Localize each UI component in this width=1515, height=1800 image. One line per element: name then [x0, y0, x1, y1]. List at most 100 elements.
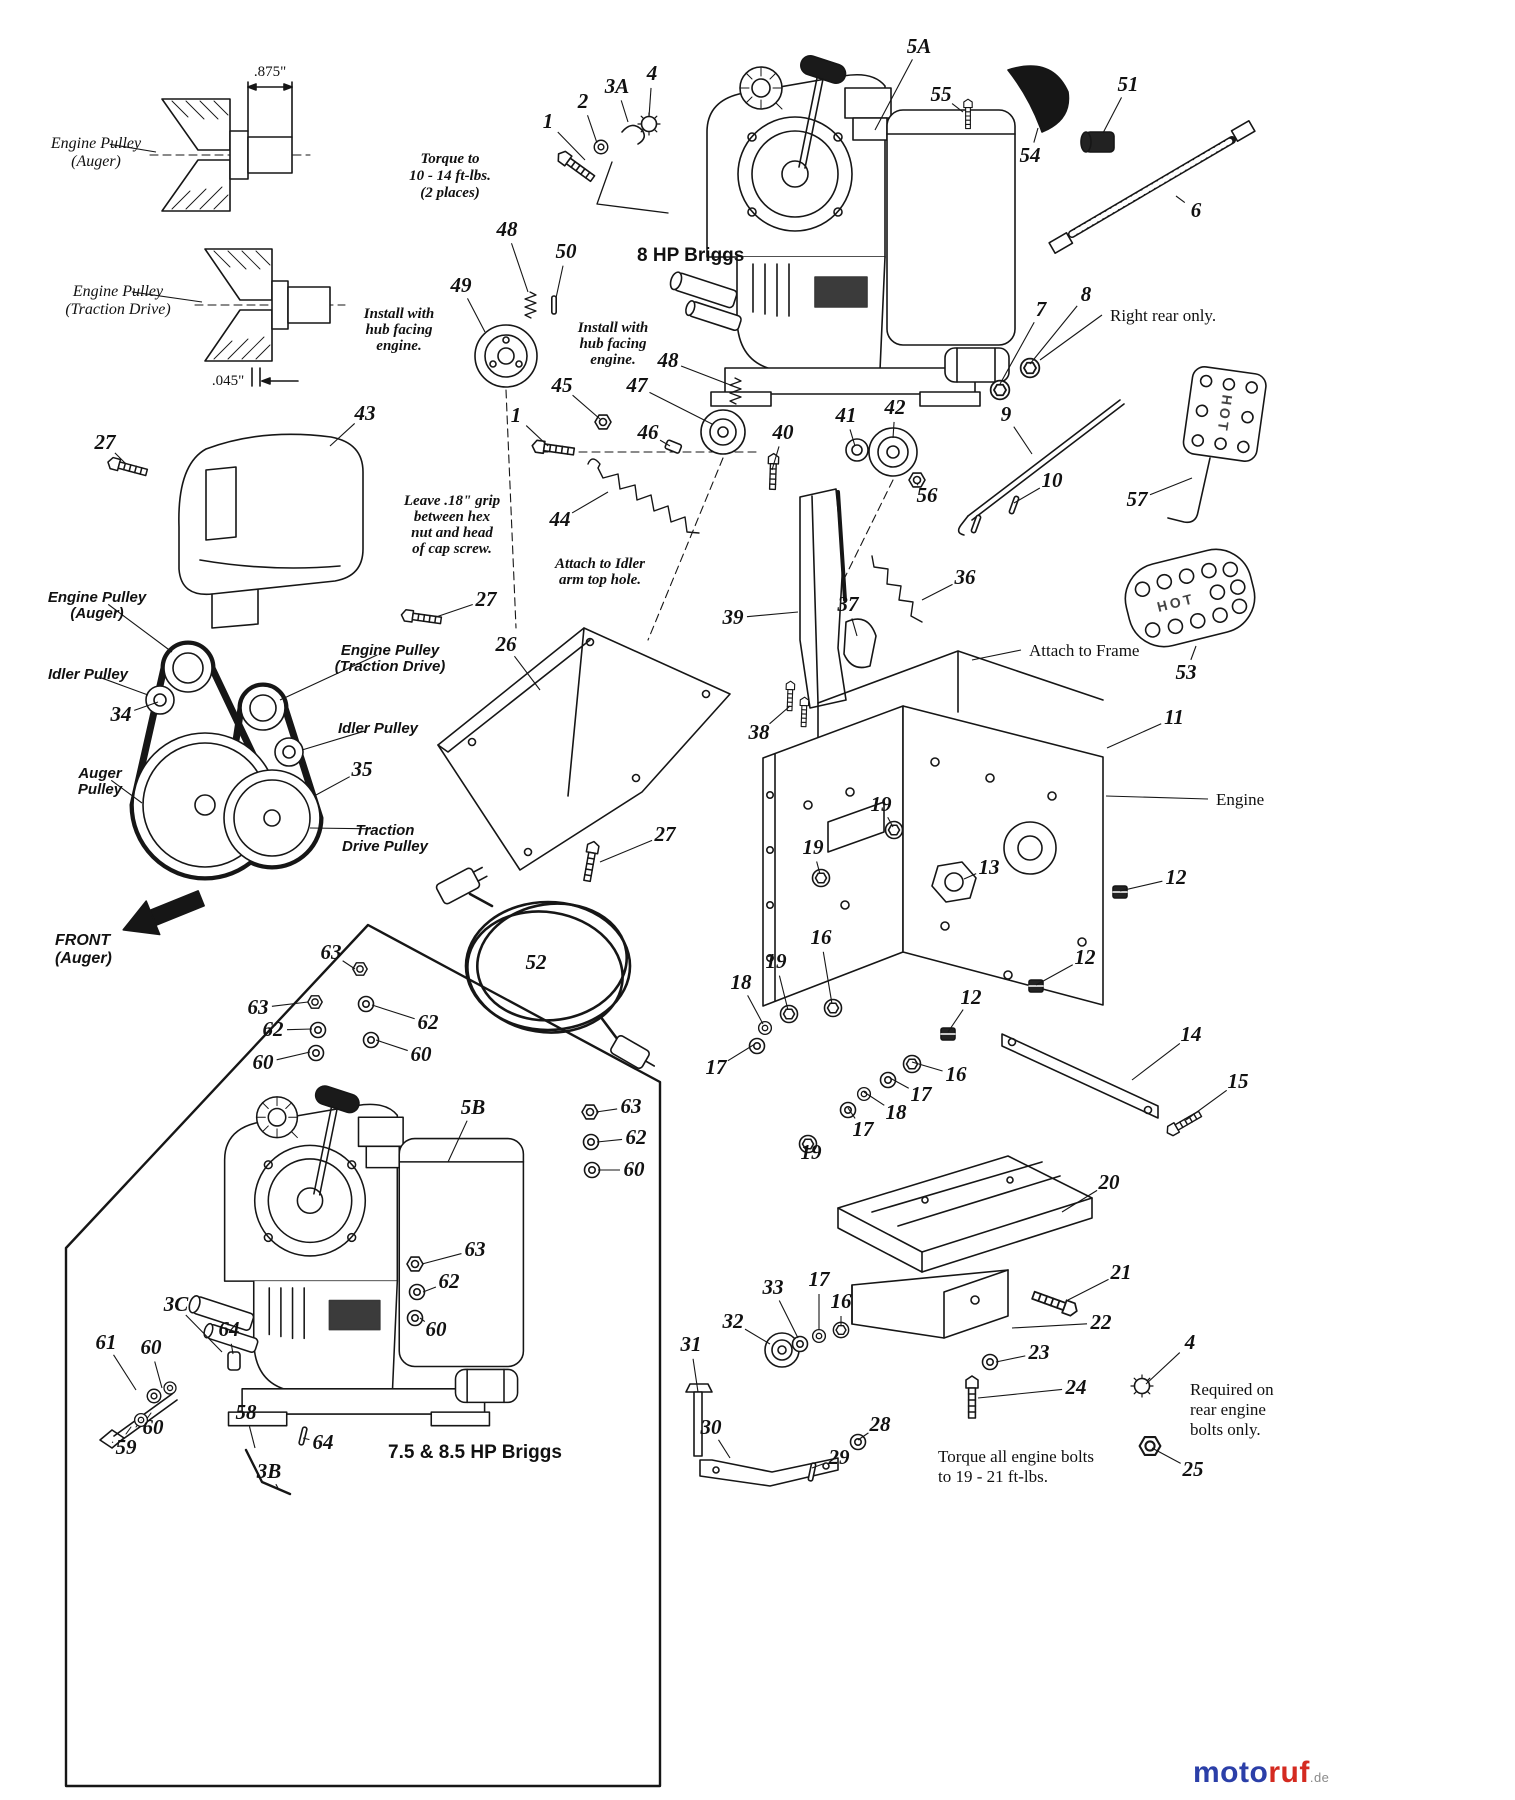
dimension-groove-gap: .045"	[212, 373, 244, 389]
callout-62: 62	[626, 1125, 648, 1149]
leader-line	[1013, 426, 1033, 455]
leader-line	[571, 491, 609, 514]
callout-17: 17	[853, 1117, 876, 1141]
leader-line	[302, 1437, 310, 1441]
callout-12: 12	[1166, 865, 1188, 889]
logo-text-moto: moto	[1193, 1756, 1269, 1789]
right-rear-note: Right rear only.	[1110, 306, 1216, 325]
leader-line	[680, 365, 734, 387]
leader-line	[421, 1253, 462, 1265]
leader-line	[557, 131, 586, 161]
leader-line	[1035, 964, 1074, 986]
engine-note: Engine	[1216, 790, 1264, 809]
hot-pedal-drawing	[1167, 366, 1267, 524]
callout-43: 43	[354, 401, 376, 425]
leader-lines	[100, 59, 1228, 1489]
callout-24: 24	[1065, 1375, 1087, 1399]
callout-58: 58	[236, 1400, 258, 1424]
callout-21: 21	[1110, 1260, 1132, 1284]
callout-1: 1	[543, 109, 554, 133]
power-cord-drawing	[435, 866, 656, 1069]
callout-9: 9	[1001, 402, 1012, 426]
inset-hardware	[99, 962, 601, 1496]
leader-line	[114, 452, 127, 465]
leader-line	[746, 611, 799, 618]
callout-63: 63	[465, 1237, 486, 1261]
callout-16: 16	[946, 1062, 968, 1086]
leader-line	[995, 1355, 1026, 1363]
motoruf-logo[interactable]: motoruf.de	[1193, 1756, 1329, 1790]
callout-27: 27	[94, 430, 118, 454]
callout-11: 11	[1164, 705, 1184, 729]
callout-16: 16	[831, 1289, 853, 1313]
leader-line	[811, 1462, 827, 1469]
locknut-8	[1019, 357, 1041, 379]
callout-18: 18	[731, 970, 753, 994]
leader-line	[185, 1314, 223, 1353]
leader-line	[744, 1328, 771, 1345]
callout-12: 12	[1075, 945, 1097, 969]
leader-line	[1106, 723, 1162, 749]
leader-line	[874, 59, 913, 131]
leader-line	[1131, 1043, 1181, 1081]
leader-line	[778, 1300, 799, 1339]
leader-line	[1151, 1447, 1181, 1464]
callout-37: 37	[837, 592, 861, 616]
leader-line	[692, 1358, 699, 1393]
leader-line	[419, 1317, 426, 1323]
callout-5A: 5A	[907, 34, 932, 58]
callout-50: 50	[556, 239, 578, 263]
callout-13: 13	[979, 855, 1000, 879]
callout-7: 7	[1036, 297, 1048, 321]
callout-59: 59	[116, 1435, 138, 1459]
leader-line	[375, 1039, 408, 1052]
front-auger-label: FRONT(Auger)	[55, 932, 112, 967]
callout-52: 52	[526, 950, 548, 974]
leader-line	[1067, 1278, 1109, 1301]
leader-line	[857, 1432, 869, 1441]
pulley-cross-section-auger-drawing	[149, 81, 311, 212]
leader-line	[971, 649, 1022, 661]
callout-55: 55	[931, 82, 952, 106]
callout-62: 62	[418, 1010, 440, 1034]
support-bracket-drawing	[851, 1269, 1009, 1339]
leader-line	[911, 1061, 943, 1072]
callout-4: 4	[646, 61, 658, 85]
callout-60: 60	[253, 1050, 275, 1074]
callout-16: 16	[811, 925, 833, 949]
leader-line	[100, 677, 149, 696]
leader-line	[286, 1028, 313, 1031]
leader-line	[963, 873, 977, 880]
callout-60: 60	[141, 1335, 163, 1359]
leader-line	[1105, 795, 1209, 800]
leader-line	[851, 618, 858, 637]
callout-48: 48	[657, 348, 680, 372]
callout-1: 1	[511, 403, 522, 427]
leader-line	[329, 423, 356, 447]
callout-10: 10	[1042, 468, 1064, 492]
callout-26: 26	[495, 632, 518, 656]
text-labels: Engine Pulley(Auger)Engine Pulley(Tracti…	[48, 135, 1274, 1486]
leader-line	[1175, 195, 1186, 204]
callout-62: 62	[263, 1017, 285, 1041]
leader-line	[599, 839, 653, 863]
callout-19: 19	[871, 792, 893, 816]
belt-idler-pulley-2-label: Idler Pulley	[338, 720, 419, 737]
leader-line	[113, 1354, 137, 1391]
leader-line	[1039, 314, 1103, 361]
callout-15: 15	[1228, 1069, 1249, 1093]
leader-line	[342, 960, 356, 970]
callout-64: 64	[219, 1317, 240, 1341]
engine-base-plate-drawing	[837, 1155, 1093, 1273]
leader-line	[1185, 1089, 1228, 1121]
leader-line	[771, 446, 780, 471]
callout-22: 22	[1090, 1310, 1113, 1334]
